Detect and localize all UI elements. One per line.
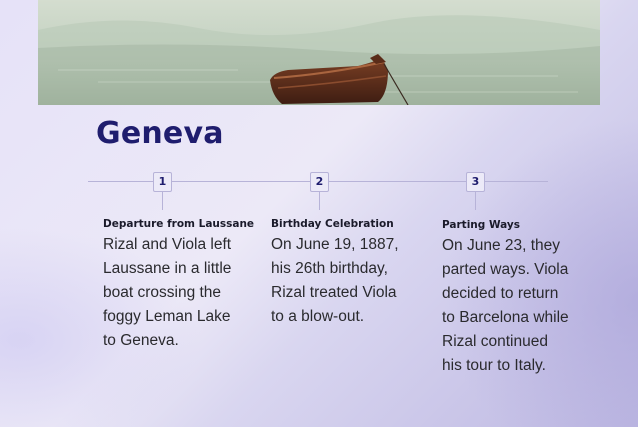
hero-image	[38, 0, 600, 105]
timeline-step-2-heading: Birthday Celebration	[271, 218, 394, 230]
timeline-step-1-connector	[162, 192, 163, 210]
timeline-step-2-connector	[319, 192, 320, 210]
timeline-step-1-body: Rizal and Viola left Laussane in a littl…	[103, 236, 232, 349]
timeline-step-1-badge: 1	[153, 172, 172, 192]
timeline-step-3-badge: 3	[466, 172, 485, 192]
timeline-step-2-badge: 2	[310, 172, 329, 192]
rowboat-on-lake-image	[38, 0, 600, 105]
timeline-step-3-connector	[475, 192, 476, 210]
timeline-step-3-body: On June 23, they parted ways. Viola deci…	[442, 237, 569, 374]
timeline-step-3-heading: Parting Ways	[442, 219, 521, 231]
page-title: Geneva	[96, 116, 224, 151]
timeline-step-2-body: On June 19, 1887, his 26th birthday, Riz…	[271, 236, 399, 325]
timeline-step-1-heading: Departure from Laussane	[103, 218, 255, 230]
